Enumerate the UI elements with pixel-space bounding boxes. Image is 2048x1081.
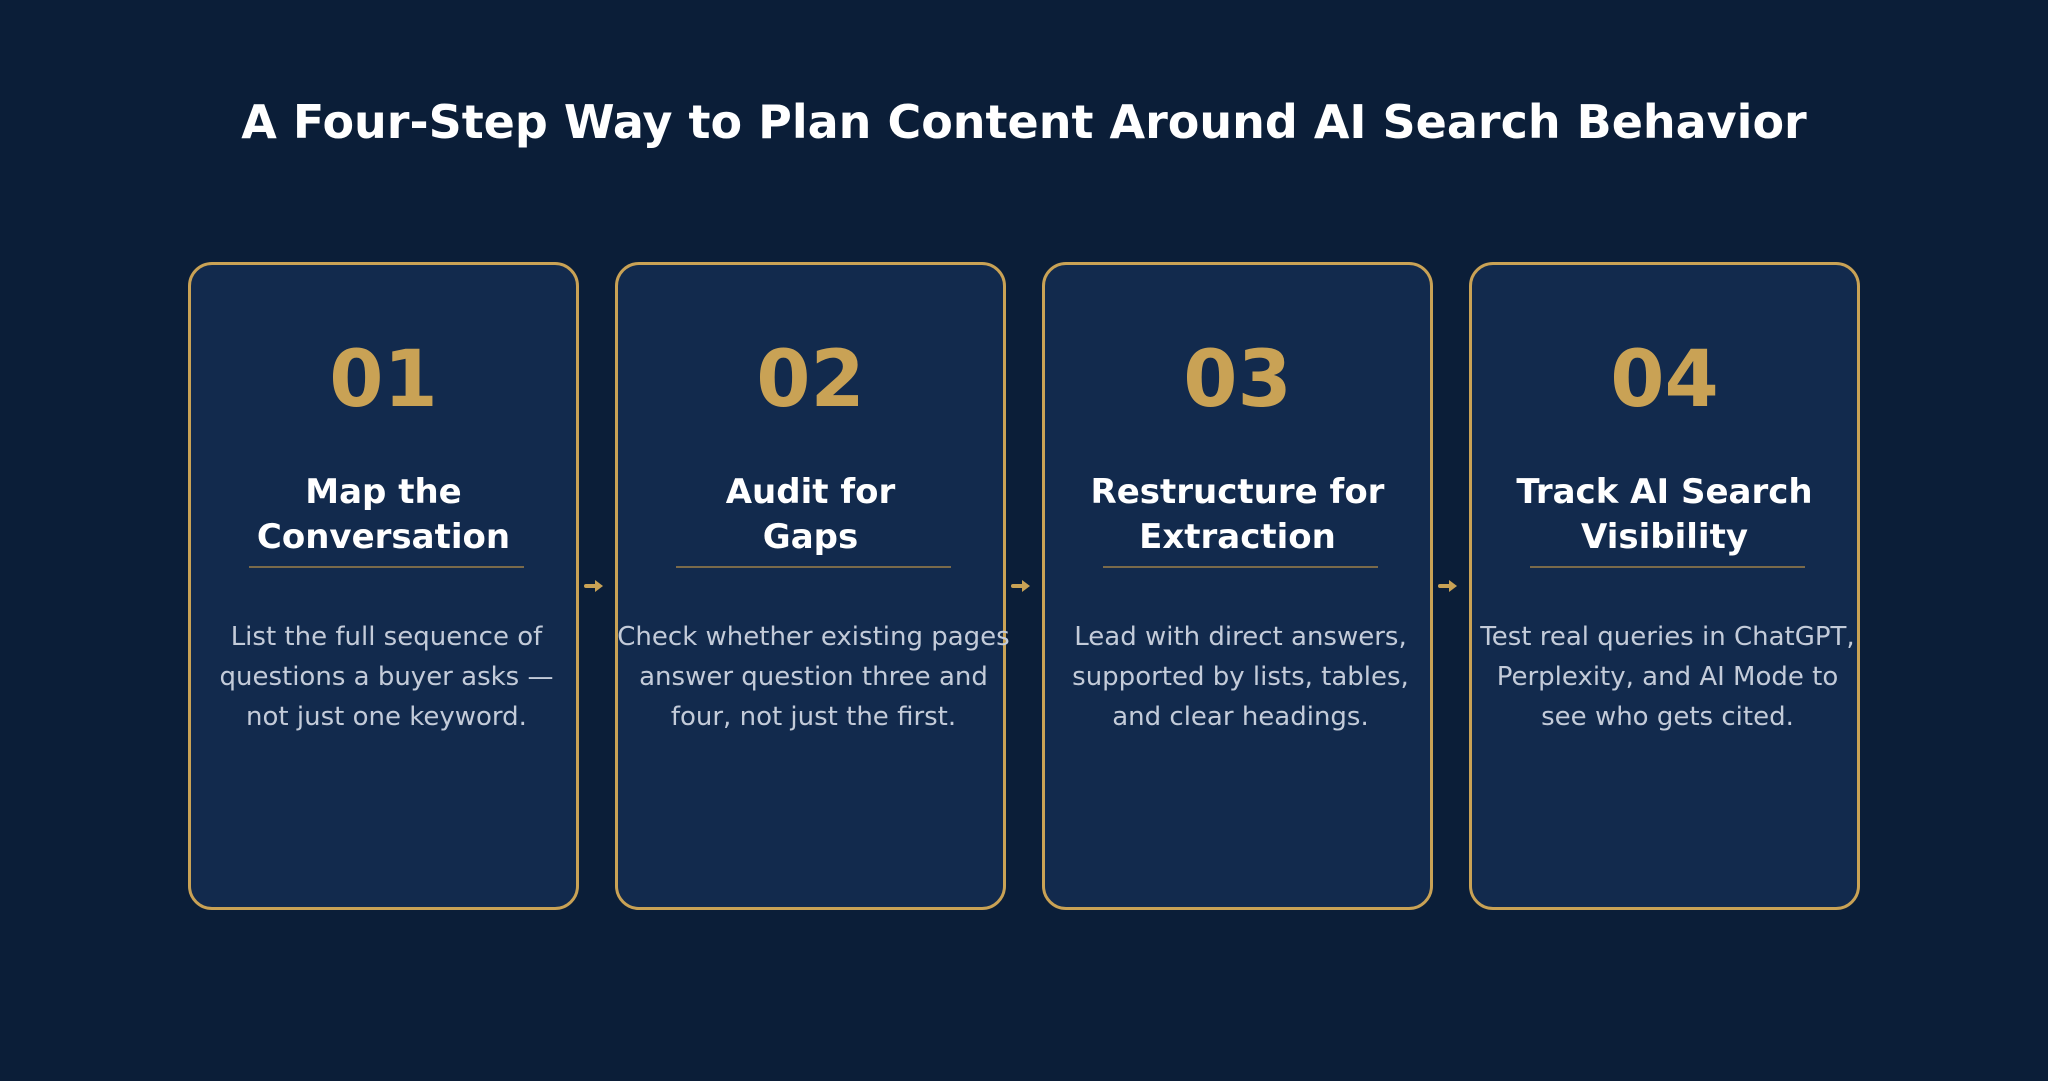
step-number: 03 (1183, 335, 1292, 425)
step-description: Lead with direct answers, supported by l… (1025, 617, 1456, 737)
step-description: Test real queries in ChatGPT, Perplexity… (1452, 617, 1883, 737)
step-title-line: Gaps (762, 517, 859, 557)
step-title: Track AI Search Visibility (1472, 470, 1857, 560)
step-description-line: Test real queries in ChatGPT, (1480, 622, 1855, 652)
step-title: Map the Conversation (191, 470, 576, 560)
step-card-2: 02 Audit for Gaps Check whether existing… (615, 262, 1010, 910)
step-description-line: Perplexity, and AI Mode to (1496, 662, 1839, 692)
step-card-1: 01 Map the Conversation List the full se… (188, 262, 579, 910)
step-description-line: and clear headings. (1112, 702, 1369, 732)
arrow-right-icon (1011, 580, 1030, 592)
step-title-line: Visibility (1581, 517, 1748, 557)
step-description: List the full sequence of questions a bu… (171, 617, 602, 737)
step-description-line: questions a buyer asks — (219, 662, 554, 692)
step-description-line: answer question three and (639, 662, 988, 692)
step-title-line: Conversation (256, 517, 511, 557)
step-divider (676, 566, 951, 568)
step-number: 04 (1610, 335, 1719, 425)
page-title: A Four-Step Way to Plan Content Around A… (241, 95, 1807, 149)
step-title: Restructure for Extraction (1045, 470, 1430, 560)
step-description-line: see who gets cited. (1541, 702, 1794, 732)
step-title-line: Map the (305, 472, 462, 512)
step-number: 02 (756, 335, 865, 425)
step-description-line: four, not just the first. (670, 702, 957, 732)
step-divider (1103, 566, 1378, 568)
step-description-line: not just one keyword. (246, 702, 527, 732)
step-description-line: Lead with direct answers, (1074, 622, 1407, 652)
step-divider (249, 566, 524, 568)
step-description-line: List the full sequence of (230, 622, 543, 652)
step-title-line: Extraction (1139, 517, 1336, 557)
step-title-line: Audit for (725, 472, 896, 512)
step-divider (1530, 566, 1805, 568)
step-title: Audit for Gaps (618, 470, 1003, 560)
step-description: Check whether existing pages answer ques… (598, 617, 1029, 737)
step-card-3: 03 Restructure for Extraction Lead with … (1042, 262, 1433, 910)
arrow-right-icon (584, 580, 603, 592)
arrow-right-icon (1438, 580, 1457, 592)
step-description-line: supported by lists, tables, (1072, 662, 1409, 692)
step-title-line: Restructure for (1090, 472, 1385, 512)
step-card-4: 04 Track AI Search Visibility Test real … (1469, 262, 1860, 910)
step-title-line: Track AI Search (1516, 472, 1813, 512)
step-number: 01 (329, 335, 438, 425)
step-description-line: Check whether existing pages (617, 622, 1010, 652)
